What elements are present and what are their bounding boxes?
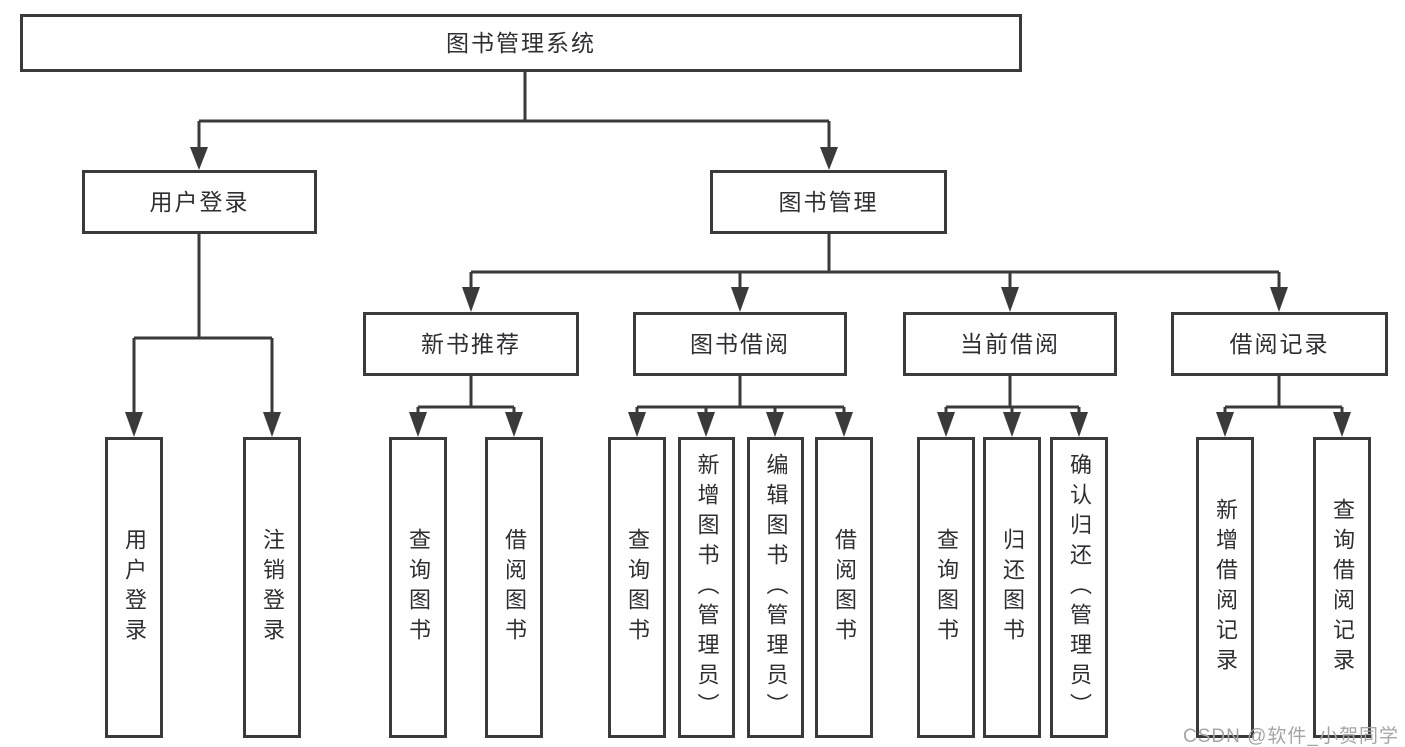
- leaf-current-return-books: 归还图书: [983, 437, 1041, 738]
- connector-book-borrowing: [628, 375, 853, 437]
- connector-user-login: [125, 233, 281, 437]
- node-book-borrowing: 图书借阅: [633, 312, 847, 376]
- leaf-recommend-query-books: 查询图书: [389, 437, 447, 738]
- leaf-records-add-record: 新增借阅记录: [1196, 437, 1254, 738]
- leaf-current-query-books: 查询图书: [917, 437, 975, 738]
- connector-borrowing-records: [1216, 375, 1351, 437]
- connector-current-borrowing: [937, 375, 1088, 437]
- leaf-user-login: 用户登录: [105, 437, 163, 738]
- node-book-management: 图书管理: [710, 170, 947, 234]
- leaf-borrow-query-books: 查询图书: [608, 437, 666, 738]
- connector-new-book-recommend: [409, 375, 523, 437]
- leaf-records-query-record: 查询借阅记录: [1313, 437, 1371, 738]
- connector-book-management: [462, 233, 1288, 312]
- leaf-logout: 注销登录: [243, 437, 301, 738]
- csdn-watermark: CSDN @软件_小贺同学: [1183, 726, 1399, 747]
- node-new-book-recommend: 新书推荐: [363, 312, 579, 376]
- leaf-borrow-borrow-books: 借阅图书: [815, 437, 873, 738]
- leaf-recommend-borrow-books: 借阅图书: [485, 437, 543, 738]
- leaf-current-confirm-return-admin: 确认归还（管理员）: [1050, 437, 1108, 738]
- node-borrowing-records: 借阅记录: [1171, 312, 1388, 376]
- node-user-login: 用户登录: [82, 170, 317, 234]
- node-root: 图书管理系统: [20, 14, 1022, 72]
- leaf-borrow-add-books-admin: 新增图书（管理员）: [678, 437, 735, 738]
- node-current-borrowing: 当前借阅: [903, 312, 1117, 376]
- connector-root: [190, 71, 838, 170]
- leaf-borrow-edit-books-admin: 编辑图书（管理员）: [747, 437, 804, 738]
